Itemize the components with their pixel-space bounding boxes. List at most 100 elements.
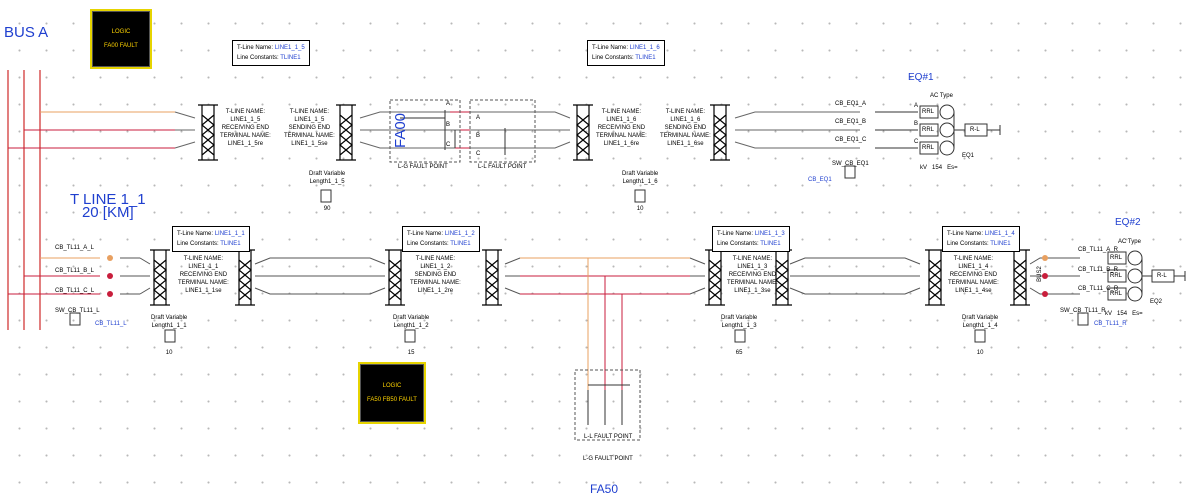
breaker-eq1-b[interactable]: CB_EQ1_B: [835, 119, 867, 125]
cb-tl11-tag[interactable]: CB_TL11_L: [95, 321, 127, 327]
info-name-label: T-Line Name:: [407, 231, 444, 237]
draft-variable-stubs[interactable]: [69, 165, 1089, 343]
info-name-label: T-Line Name:: [237, 45, 274, 51]
logic-fa50-title: LOGIC: [382, 383, 402, 389]
info-box-line1-1-4[interactable]: T-Line Name: LINE1_1_4 Line Constants: T…: [942, 226, 1020, 252]
switch-tl11r[interactable]: SW_CB_TL11_R: [1060, 308, 1106, 314]
info-box-line1-1-3[interactable]: T-Line Name: LINE1_1_3 Line Constants: T…: [712, 226, 790, 252]
info-name-value: LINE1_1_1: [214, 231, 245, 237]
eq2-kv: kV 154 Es=: [1105, 311, 1143, 317]
eq2-ac-type: AC Type: [1118, 239, 1141, 245]
eq2-rrl-c: RRL: [1110, 291, 1123, 297]
info-name-value: LINE1_1_2: [444, 231, 475, 237]
logic-fa50-block[interactable]: LOGIC FA50 FB50 FAULT: [358, 362, 426, 424]
info-const-label: Line Constants:: [592, 55, 634, 61]
fault-label-ll-fa00: L-L FAULT POINT: [478, 164, 527, 170]
info-name-label: T-Line Name:: [592, 45, 629, 51]
logic-fa50-sub: FA50 FB50 FAULT: [367, 397, 417, 403]
fault-label-ll-fa50: L-L FAULT POINT: [584, 434, 633, 440]
breaker-tl11r-c[interactable]: CB_TL11_C_R: [1078, 286, 1119, 292]
pin-c-ll: C: [476, 151, 481, 157]
bus-a-label: BUS A: [4, 24, 49, 41]
pin-a-eq1: A: [914, 103, 919, 109]
info-const-label: Line Constants:: [177, 241, 219, 247]
info-const-label: Line Constants:: [947, 241, 989, 247]
switch-eq1[interactable]: SW_CB_EQ1: [832, 161, 869, 167]
info-box-line1-1-6[interactable]: T-Line Name: LINE1_1_6 Line Constants: T…: [587, 40, 665, 66]
eq1-label: EQ#1: [908, 72, 934, 83]
fault-switches: [400, 110, 630, 425]
info-const-value: TLINE1: [635, 55, 656, 61]
fault-label-lg-fa50: L-G FAULT POINT: [583, 456, 633, 462]
breaker-tl11r-a[interactable]: CB_TL11_A_R: [1078, 247, 1118, 253]
pin-b-fa00: B: [446, 122, 451, 128]
cb-eq1-tag[interactable]: CB_EQ1: [808, 177, 832, 183]
info-name-label: T-Line Name:: [177, 231, 214, 237]
eq1-rrl-b: RRL: [922, 127, 935, 133]
eq1-name: EQ1: [962, 153, 975, 159]
pin-b-eq1: B: [914, 121, 919, 127]
eq1-rrl-a: RRL: [922, 109, 935, 115]
breaker-eq1-c[interactable]: CB_EQ1_C: [835, 137, 867, 143]
info-box-line1-1-5[interactable]: T-Line Name: LINE1_1_5 Line Constants: T…: [232, 40, 310, 66]
tline-name: T LINE 1_1: [70, 191, 146, 208]
info-name-value: LINE1_1_3: [754, 231, 785, 237]
breaker-tl11r-b[interactable]: CB_TL11_B_R: [1078, 267, 1118, 273]
pin-c-fa00: C: [446, 142, 451, 148]
switch-tl11[interactable]: SW_CB_TL11_L: [55, 308, 100, 314]
info-name-value: LINE1_1_4: [984, 231, 1015, 237]
eq1-rrl-c: RRL: [922, 145, 935, 151]
info-box-line1-1-2[interactable]: T-Line Name: LINE1_1_2 Line Constants: T…: [402, 226, 480, 252]
pin-a-ll: A: [476, 115, 481, 121]
info-name-label: T-Line Name:: [947, 231, 984, 237]
fa50-label: FA50: [590, 482, 619, 496]
info-const-label: Line Constants:: [717, 241, 759, 247]
info-const-value: TLINE1: [990, 241, 1011, 247]
pin-c-eq1: C: [914, 139, 919, 145]
info-const-value: TLINE1: [280, 55, 301, 61]
bus-a-bars[interactable]: [7, 70, 41, 330]
tline-length: 20 [KM]: [81, 204, 134, 221]
eq2-rrl-b: RRL: [1110, 273, 1123, 279]
breaker-dots[interactable]: [107, 255, 1048, 297]
source-eq2[interactable]: [1107, 250, 1186, 302]
breaker-tl11-c[interactable]: CB_TL11_C_L: [55, 288, 95, 294]
transmission-towers[interactable]: [150, 104, 1030, 306]
info-name-value: LINE1_1_6: [629, 45, 660, 51]
fault-boxes[interactable]: [389, 99, 641, 441]
fa00-label: FA00: [392, 112, 409, 148]
breaker-eq1-a[interactable]: CB_EQ1_A: [835, 101, 867, 107]
info-const-value: TLINE1: [760, 241, 781, 247]
eq2-rl: R-L: [1157, 273, 1167, 279]
eq1-rl: R-L: [970, 127, 980, 133]
tline-label: T LINE 1_1 20 [KM]: [70, 191, 146, 221]
upper-feeder-wires[interactable]: [8, 111, 918, 149]
info-const-label: Line Constants:: [407, 241, 449, 247]
eq2-rrl-a: RRL: [1110, 255, 1123, 261]
logic-fa00-block[interactable]: LOGIC FA00 FAULT: [90, 9, 152, 69]
breaker-tl11-b[interactable]: CB_TL11_B_L: [55, 268, 94, 274]
fault-label-lg-fa00: L-G FAULT POINT: [398, 164, 448, 170]
info-const-value: TLINE1: [220, 241, 241, 247]
cb-tl11r-tag[interactable]: CB_TL11_R: [1094, 321, 1127, 327]
logic-fa00-sub: FA00 FAULT: [104, 43, 138, 49]
breaker-tl11-a[interactable]: CB_TL11_A_L: [55, 245, 94, 251]
info-box-line1-1-1[interactable]: T-Line Name: LINE1_1_1 Line Constants: T…: [172, 226, 250, 252]
eq1-ac-type: AC Type: [930, 93, 953, 99]
source-eq1[interactable]: [919, 104, 1001, 156]
